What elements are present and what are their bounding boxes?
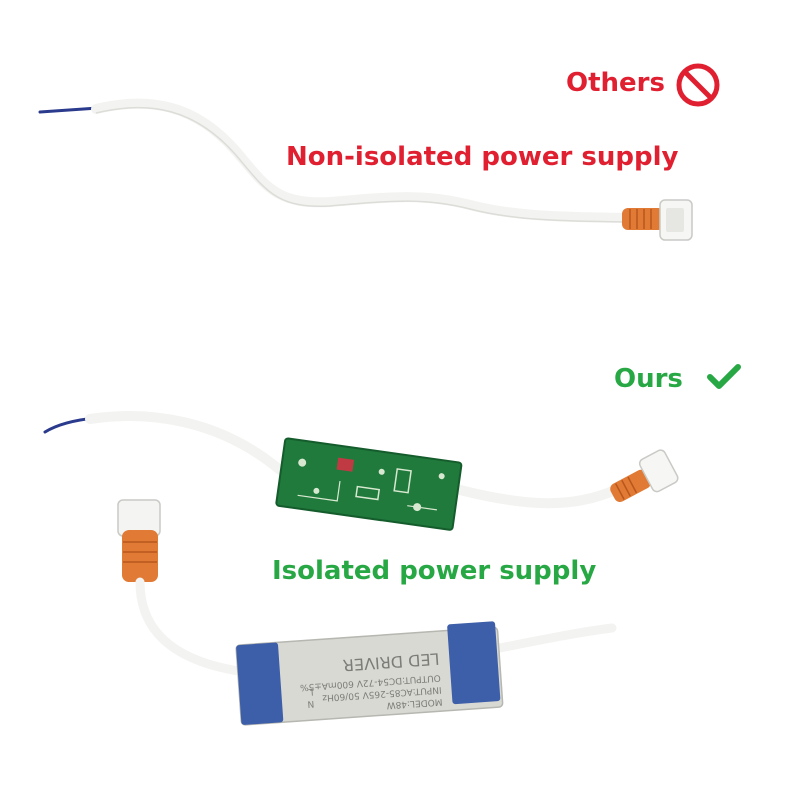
non-isolated-label: Non-isolated power supply [286,142,679,172]
isolated-label: Isolated power supply [272,556,597,586]
prohibited-icon [676,63,720,107]
non-isolated-cable [38,98,693,241]
pcb-cable [43,411,679,531]
driver-pin-n: N [307,698,314,708]
ours-label: Ours [614,364,683,394]
driver-pin-l: L [308,686,314,696]
checkmark-icon [707,364,741,389]
driver-model-text: MODEL:48W [386,696,443,710]
others-label: Others [566,68,665,98]
led-driver: MODEL:48W INPUT:AC85-265V 50/60Hz OUTPUT… [117,499,617,726]
